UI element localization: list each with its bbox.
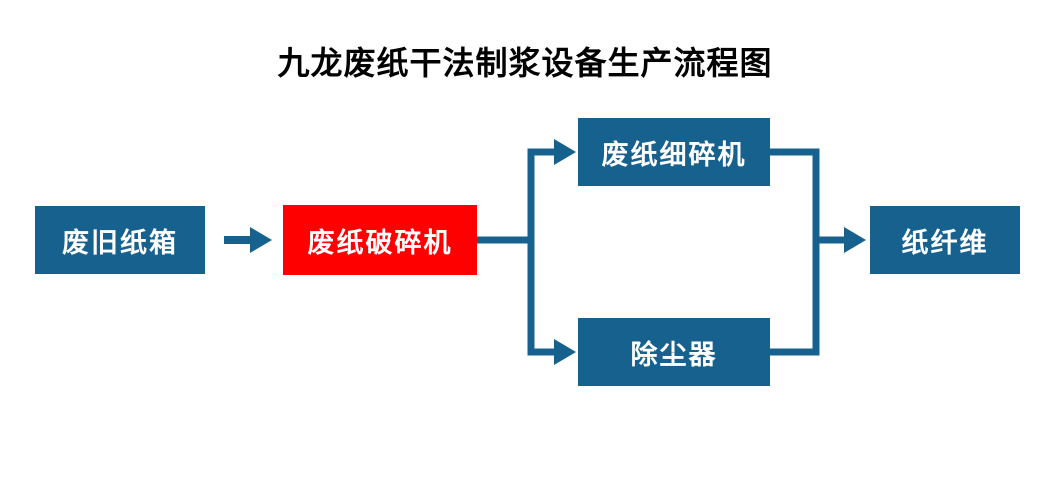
node-fine-crusher: 废纸细碎机 — [578, 118, 770, 186]
edge-crusher-split — [473, 148, 535, 356]
node-paper-fiber: 纸纤维 — [870, 206, 1020, 274]
edge-to-paper-fiber — [812, 227, 866, 253]
arrowhead-icon — [554, 139, 576, 165]
arrowhead-icon — [554, 339, 576, 365]
node-label: 除尘器 — [630, 339, 718, 370]
edge-merge-trunk — [766, 148, 820, 356]
arrowhead-icon — [844, 227, 866, 253]
node-label: 废旧纸箱 — [62, 227, 178, 258]
node-waste-cardboard: 废旧纸箱 — [35, 206, 205, 274]
edge-cardboard-to-crusher — [224, 227, 272, 253]
edge-to-fine-crusher — [527, 139, 576, 165]
arrowhead-icon — [250, 227, 272, 253]
edge-to-dust-collector — [527, 339, 576, 365]
node-label: 废纸细碎机 — [601, 139, 747, 170]
node-label: 废纸破碎机 — [307, 227, 453, 258]
node-dust-collector: 除尘器 — [578, 318, 770, 386]
node-paper-crusher: 废纸破碎机 — [283, 205, 477, 275]
node-label: 纸纤维 — [901, 227, 989, 258]
diagram-title: 九龙废纸干法制浆设备生产流程图 — [277, 45, 773, 81]
